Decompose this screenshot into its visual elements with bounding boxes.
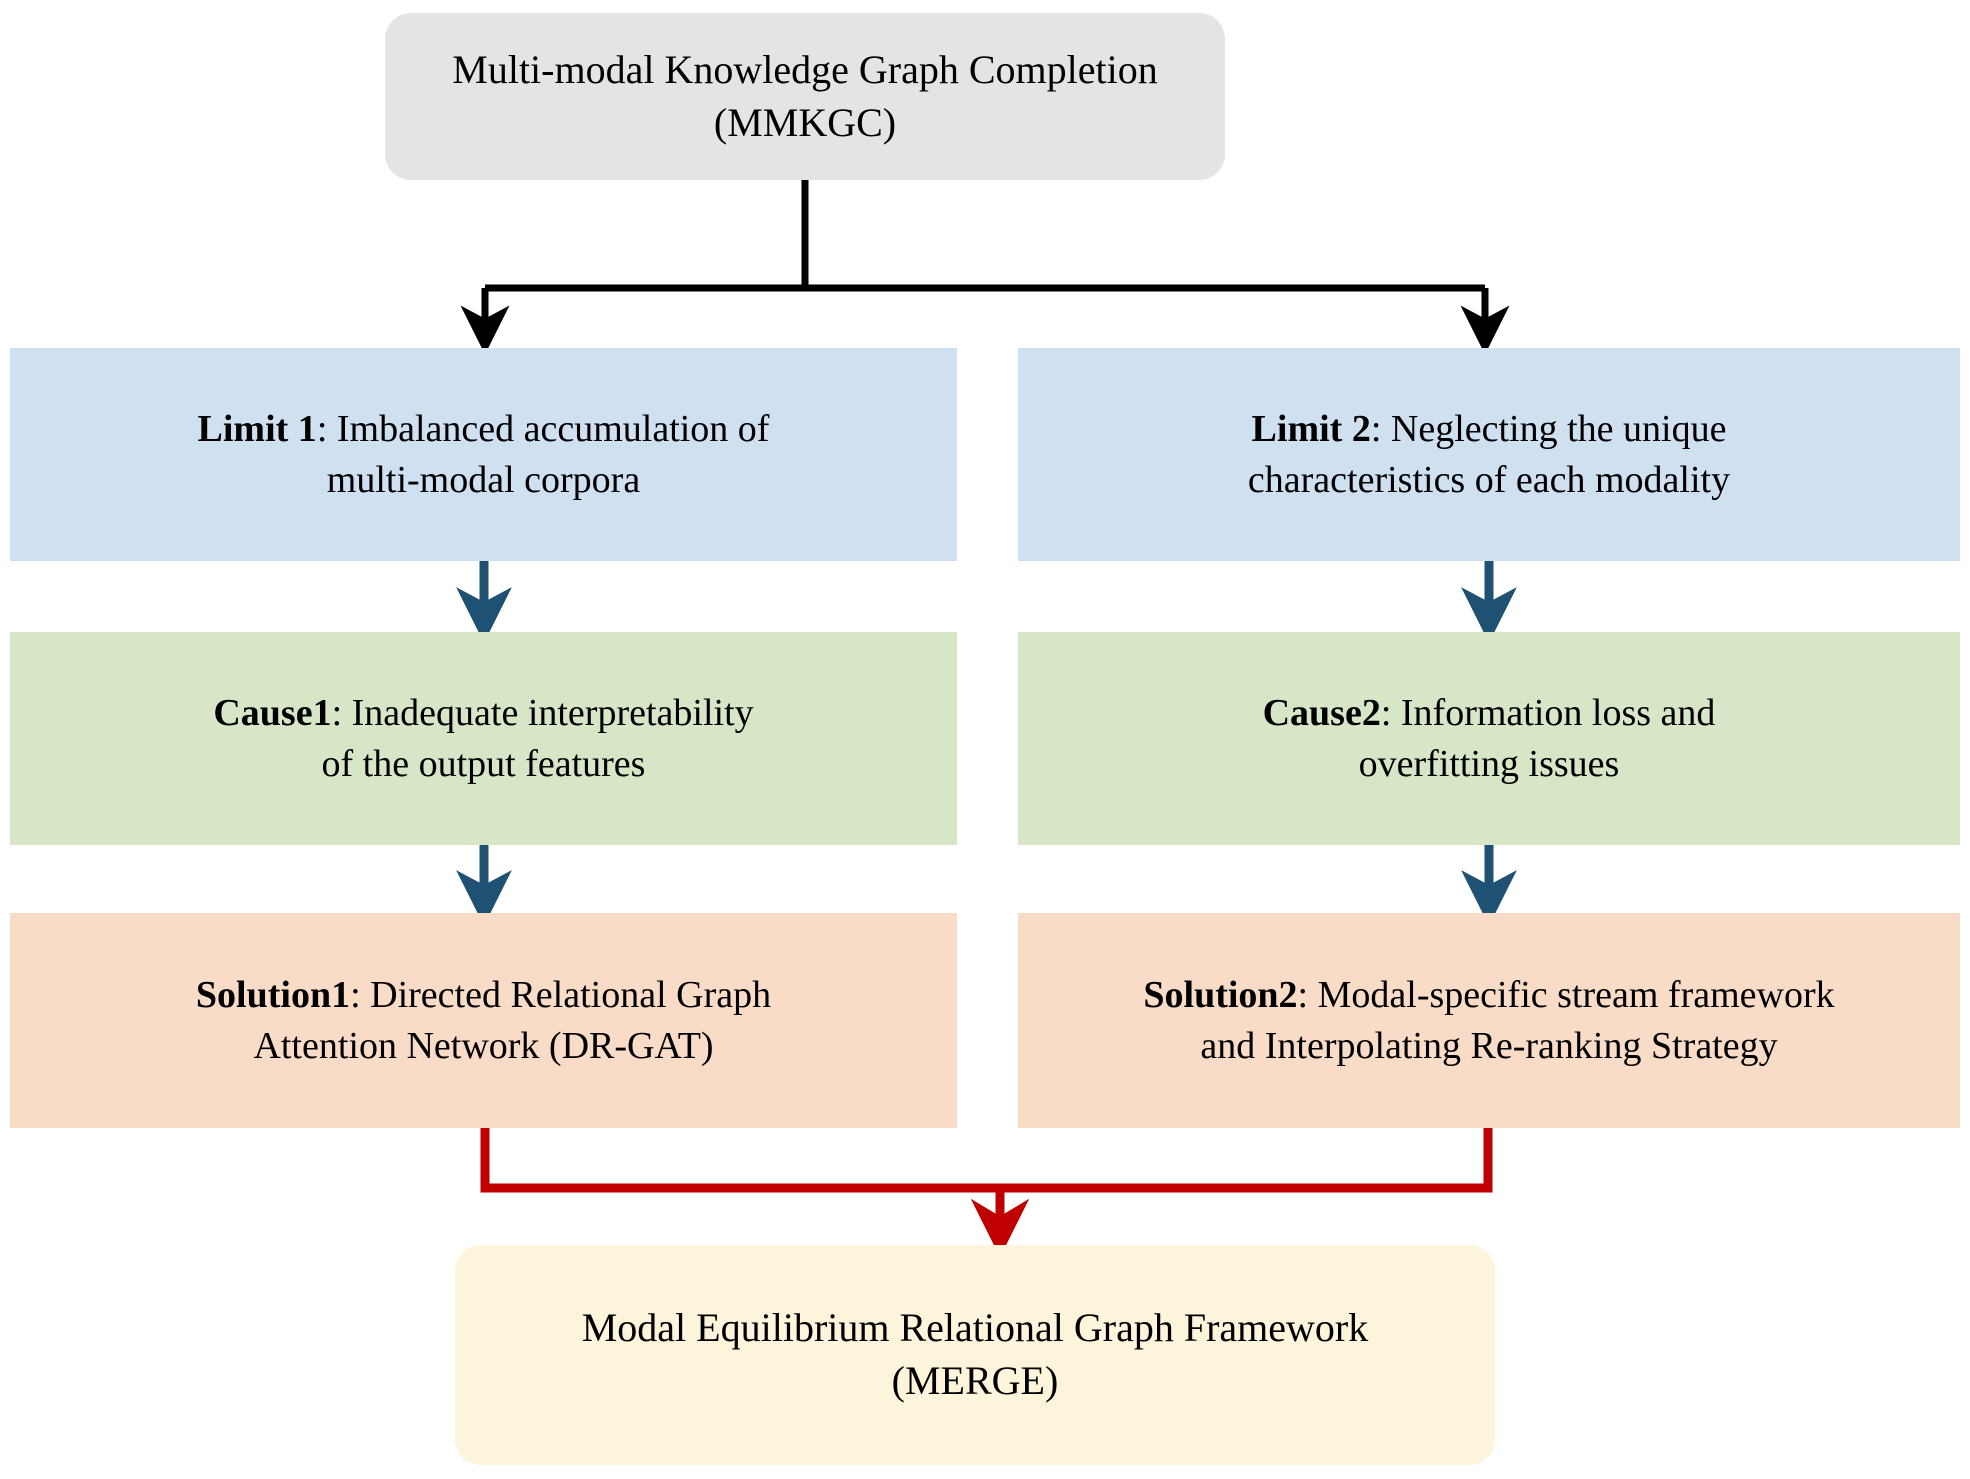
cause-1-line-2: of the output features [321, 742, 646, 785]
node-limit-1[interactable]: Limit 1: Imbalanced accumulation of mult… [10, 348, 957, 561]
node-solution-1[interactable]: Solution1: Directed Relational Graph Att… [10, 913, 957, 1128]
cause-1-label: Cause1 [213, 692, 332, 735]
solution-2-label: Solution2 [1143, 974, 1298, 1017]
limit-2-line-1: Neglecting the unique [1390, 408, 1727, 451]
limit-2-label: Limit 2 [1251, 408, 1371, 451]
solution-2-separator: : [1297, 974, 1318, 1017]
node-mmkgc-root[interactable]: Multi-modal Knowledge Graph Completion (… [385, 13, 1225, 180]
solution-2-line-2: and Interpolating Re-ranking Strategy [1200, 1024, 1778, 1067]
cause-2-line-1: Information loss and [1400, 692, 1716, 735]
final-line-1: Modal Equilibrium Relational Graph Frame… [581, 1305, 1369, 1351]
final-line-2: (MERGE) [891, 1358, 1059, 1403]
solution-1-line-2: Attention Network (DR-GAT) [253, 1024, 714, 1067]
solution-1-line-1: Directed Relational Graph [370, 974, 772, 1017]
solution-2-line-1: Modal-specific stream framework [1317, 974, 1835, 1017]
cause-2-line-2: overfitting issues [1358, 742, 1620, 785]
root-line-1: Multi-modal Knowledge Graph Completion [452, 46, 1158, 92]
limit-2-line-2: characteristics of each modality [1247, 458, 1731, 501]
solution-1-separator: : [350, 974, 371, 1017]
limit-1-line-1: Imbalanced accumulation of [336, 408, 770, 451]
node-limit-2[interactable]: Limit 2: Neglecting the unique character… [1018, 348, 1960, 561]
solution-1-label: Solution1 [195, 974, 351, 1017]
root-line-2: (MMKGC) [713, 99, 897, 145]
cause-2-separator: : [1380, 692, 1401, 735]
limit-2-separator: : [1370, 408, 1391, 451]
limit-1-label: Limit 1 [197, 408, 317, 451]
node-solution-2[interactable]: Solution2: Modal-specific stream framewo… [1018, 913, 1960, 1128]
node-cause-1[interactable]: Cause1: Inadequate interpretability of t… [10, 632, 957, 845]
cause-1-line-1: Inadequate interpretability [351, 692, 754, 735]
limit-1-line-2: multi-modal corpora [326, 458, 641, 501]
connector-solutions-merge [480, 1128, 1493, 1258]
node-cause-2[interactable]: Cause2: Information loss and overfitting… [1018, 632, 1960, 845]
connector-root-split [460, 180, 1510, 355]
cause-2-label: Cause2 [1262, 692, 1381, 735]
node-merge-final[interactable]: Modal Equilibrium Relational Graph Frame… [455, 1245, 1495, 1465]
cause-1-separator: : [331, 692, 352, 735]
limit-1-separator: : [316, 408, 337, 451]
